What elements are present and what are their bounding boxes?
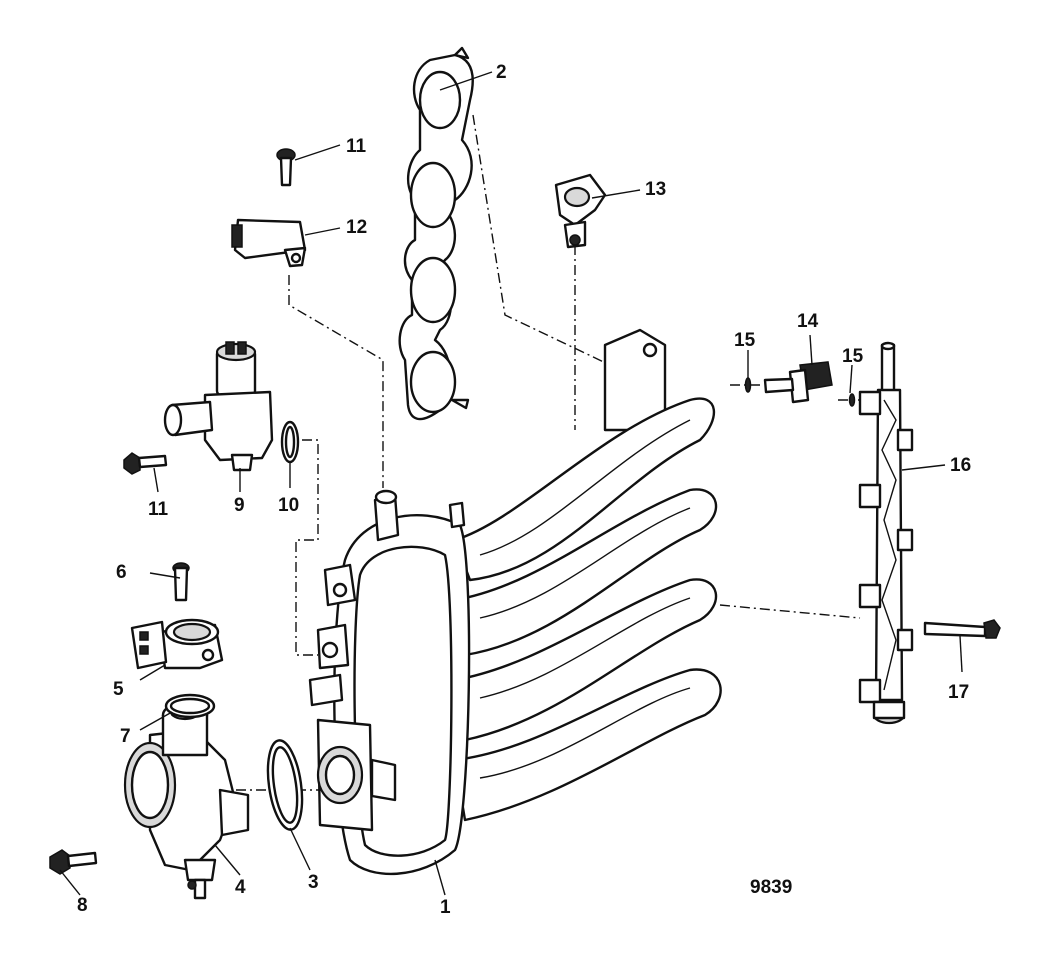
callout-12: 12 bbox=[346, 217, 367, 238]
callout-4: 4 bbox=[235, 877, 246, 898]
map-sensor bbox=[231, 218, 307, 268]
o-ring-15b bbox=[848, 393, 856, 407]
throttle-position-sensor bbox=[130, 618, 224, 670]
fuel-rail bbox=[858, 341, 914, 725]
callout-6: 6 bbox=[116, 562, 127, 583]
screw-8 bbox=[49, 849, 98, 875]
sensor-clip bbox=[554, 173, 607, 249]
assembly-lines bbox=[236, 114, 861, 791]
callout-15-left: 15 bbox=[734, 330, 756, 351]
callout-16: 16 bbox=[950, 455, 971, 476]
callout-11-lower: 11 bbox=[148, 499, 169, 520]
leader-lines bbox=[59, 71, 963, 896]
callout-15-right: 15 bbox=[842, 346, 864, 367]
intake-manifold bbox=[308, 328, 722, 876]
callout-8: 8 bbox=[77, 895, 88, 916]
callout-17: 17 bbox=[948, 682, 969, 703]
o-ring-10 bbox=[280, 420, 300, 464]
manifold-gasket bbox=[398, 46, 474, 421]
callout-7: 7 bbox=[120, 726, 131, 747]
figure-id: 9839 bbox=[750, 877, 792, 898]
idle-air-control-valve bbox=[163, 341, 274, 472]
screw-6 bbox=[172, 562, 190, 602]
callout-14: 14 bbox=[797, 311, 819, 332]
callout-2: 2 bbox=[496, 62, 507, 83]
throttle-body-gasket bbox=[266, 739, 304, 831]
callout-1: 1 bbox=[440, 897, 451, 918]
screw-11-upper bbox=[276, 148, 296, 187]
callout-11-upper: 11 bbox=[346, 136, 367, 157]
callout-9: 9 bbox=[234, 495, 245, 516]
callout-13: 13 bbox=[645, 179, 666, 200]
throttle-body bbox=[123, 701, 250, 900]
screw-11-lower bbox=[123, 452, 168, 475]
callout-10: 10 bbox=[278, 495, 299, 516]
screw-17 bbox=[923, 619, 1001, 639]
callout-5: 5 bbox=[113, 679, 124, 700]
o-ring-7 bbox=[164, 693, 216, 719]
fuel-pressure-fitting bbox=[763, 361, 833, 404]
callout-labels: 1 2 3 4 5 6 7 8 9 10 11 11 12 13 14 15 1… bbox=[77, 62, 971, 918]
o-ring-15a bbox=[744, 377, 752, 393]
callout-3: 3 bbox=[308, 872, 319, 893]
